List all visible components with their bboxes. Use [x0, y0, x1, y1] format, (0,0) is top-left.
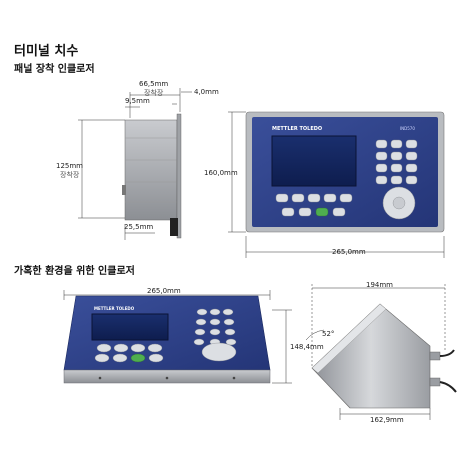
dim-harsh-top-width: 194mm [366, 281, 393, 289]
dim-flange: 4,0mm [194, 88, 219, 96]
dim-harsh-angle: 52° [322, 330, 335, 338]
dim-harsh-bottom-width: 162,9mm [370, 416, 404, 424]
page-title: 터미널 치수 [14, 44, 79, 59]
harsh-section-heading: 가혹한 환경을 위한 인클로저 [14, 266, 135, 277]
panel-side-view [78, 88, 192, 240]
dim-front-width: 265,0mm [332, 248, 366, 256]
dim-cutout-label: 장착장 [144, 89, 164, 97]
harsh-brand-logo: METTLER TOLEDO [94, 306, 135, 311]
dim-height-body: 125mm [56, 162, 83, 170]
harsh-front-view [63, 290, 292, 384]
panel-brand-logo: METTLER TOLEDO [272, 126, 323, 132]
dim-harsh-height: 148,4mm [290, 343, 324, 351]
dim-depth-total: 66,5mm [139, 80, 169, 88]
harsh-side-view [305, 284, 457, 420]
panel-front-view [228, 111, 445, 258]
panel-section-heading: 패널 장착 인클로저 [14, 64, 95, 75]
dim-height-label: 장착장 [60, 171, 80, 179]
dim-bottom: 25,5mm [124, 223, 154, 231]
panel-model-label: IND570 [400, 126, 415, 131]
dim-offset: 9,5mm [125, 97, 150, 105]
dim-front-height: 160,0mm [204, 169, 238, 177]
dim-harsh-width: 265,0mm [147, 287, 181, 295]
